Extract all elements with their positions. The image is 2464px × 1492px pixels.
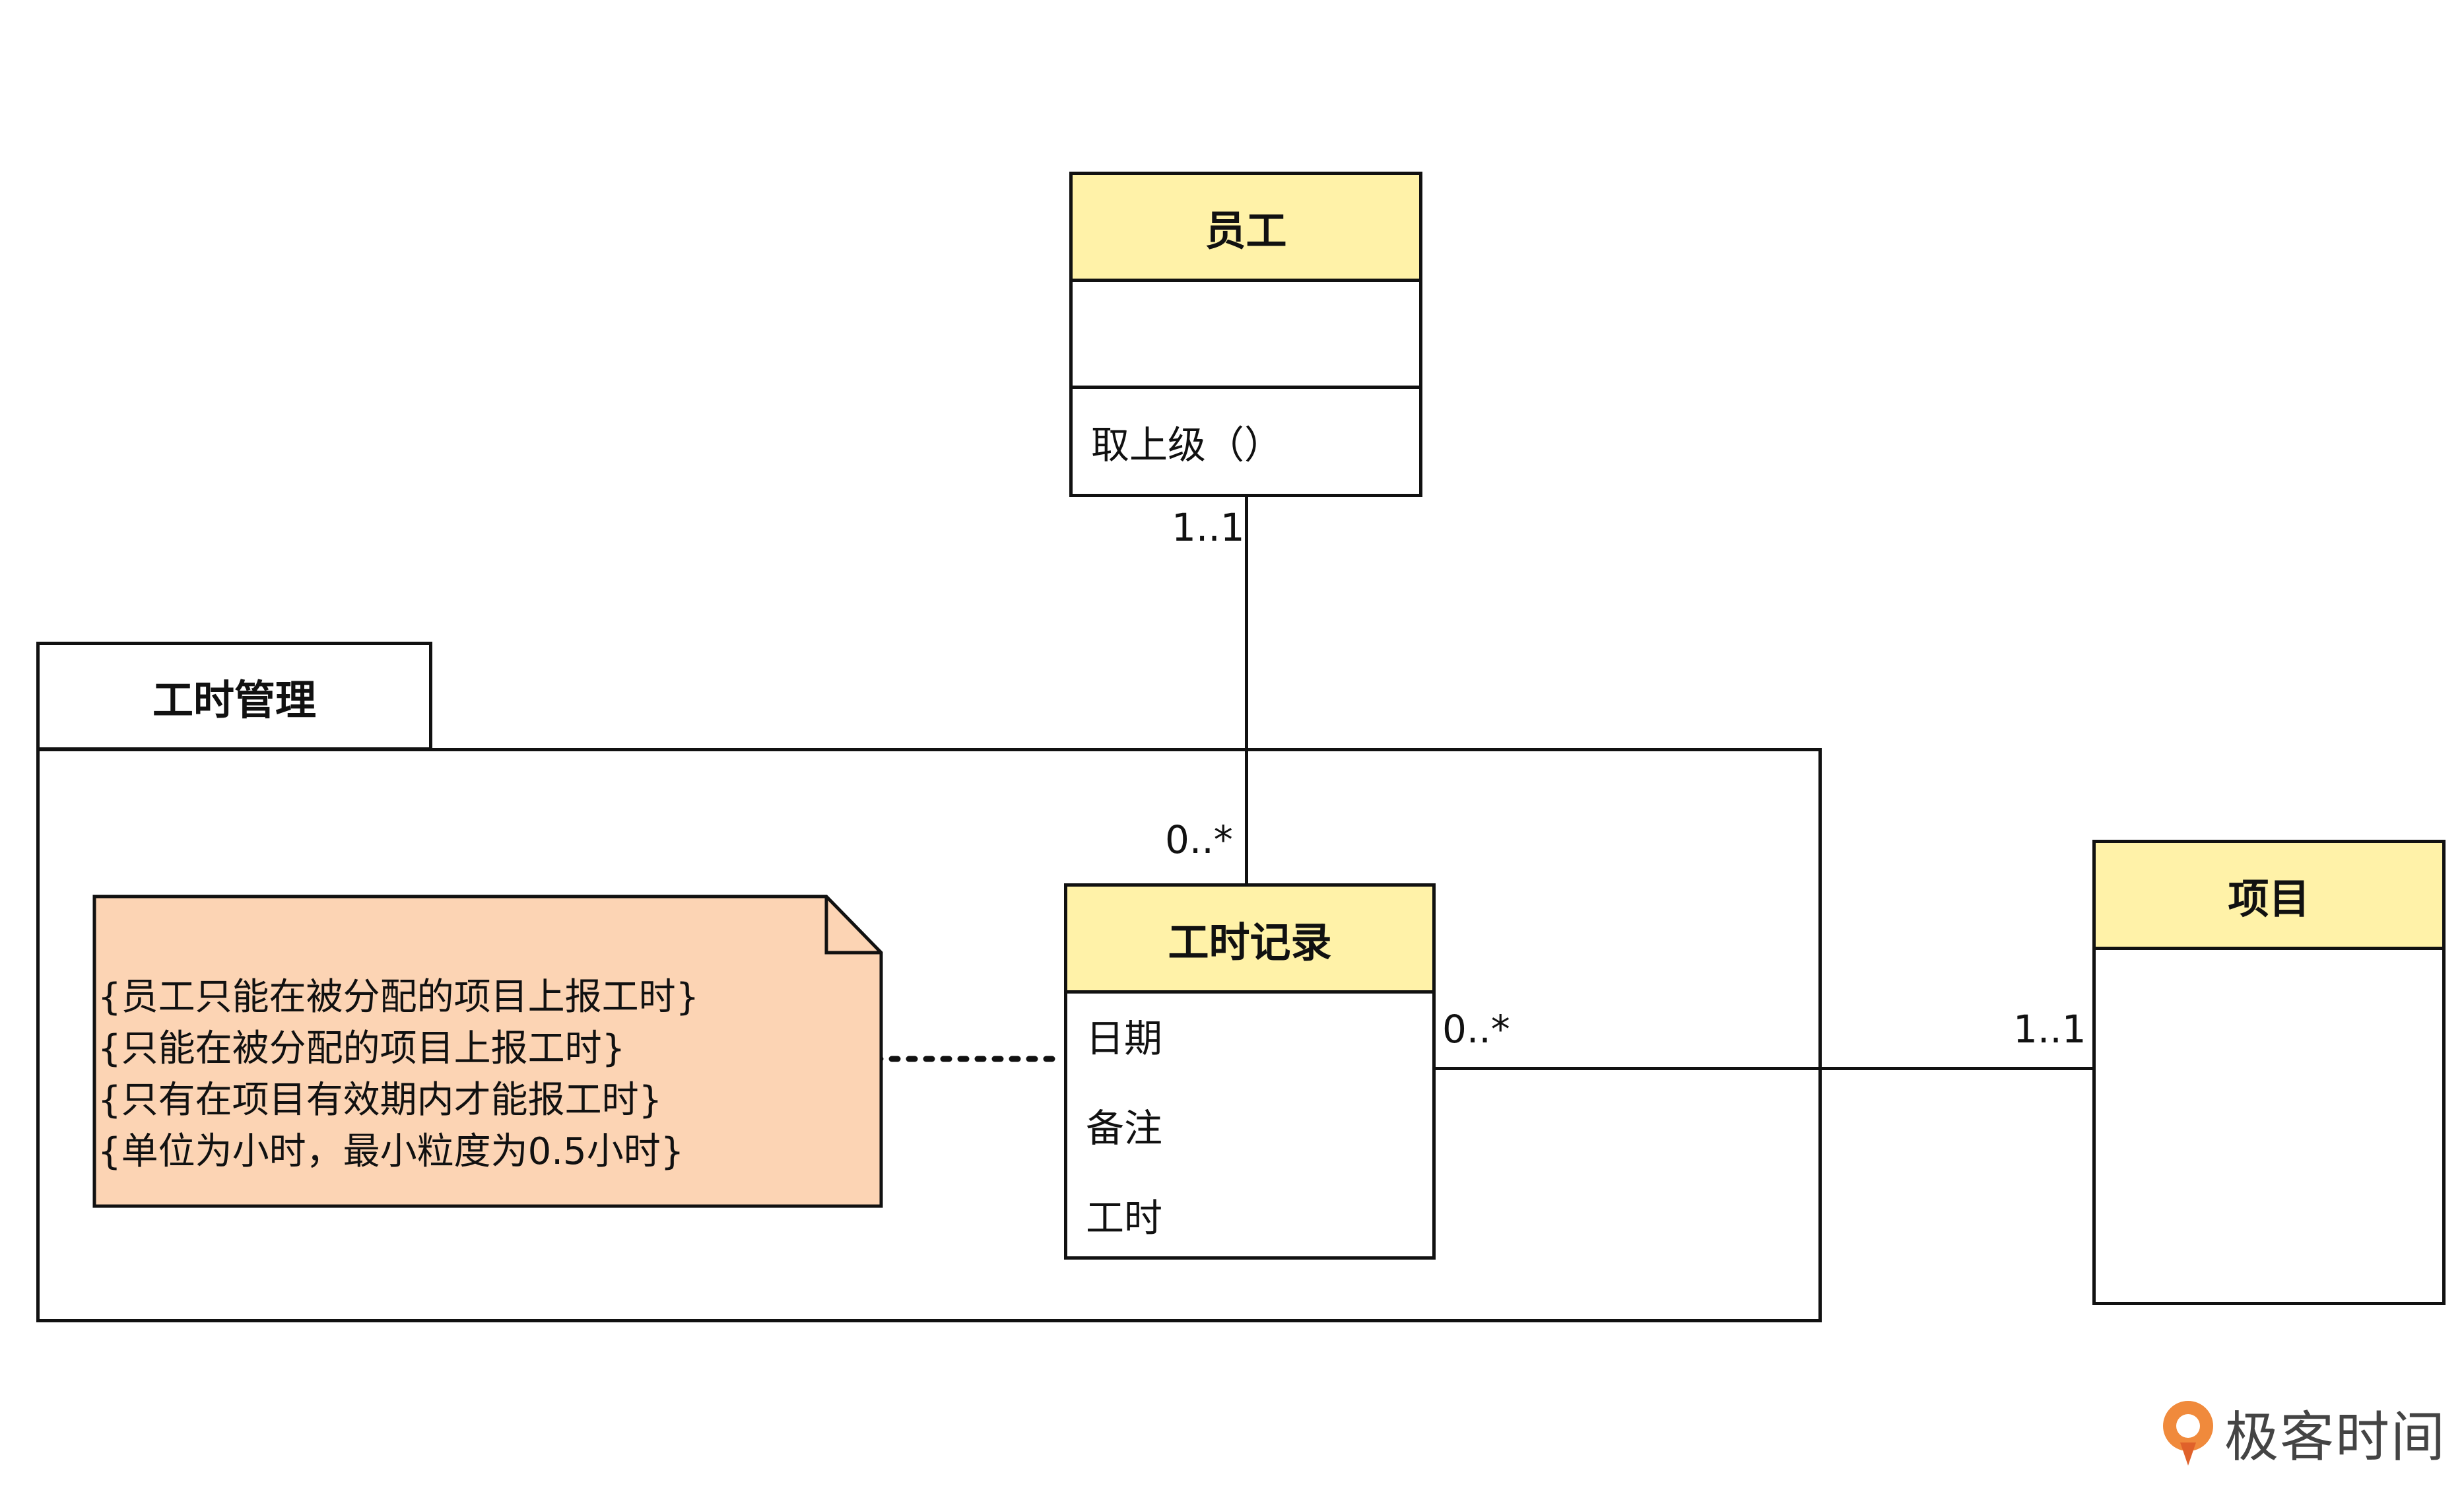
note-connector — [871, 1056, 1066, 1062]
timesheet-record-class-header: 工时记录 — [1067, 887, 1432, 994]
timesheet-record-class: 工时记录 日期 备注 工时 — [1064, 883, 1436, 1260]
association-employee-timesheet — [1245, 497, 1248, 883]
note-line: {只有在项目有效期内才能报工时} — [98, 1079, 663, 1122]
multiplicity-employee-end: 1..1 — [1172, 505, 1245, 550]
employee-attributes — [1073, 282, 1419, 386]
multiplicity-timesheet-employee-end: 0..* — [1165, 817, 1233, 862]
association-timesheet-project — [1432, 1067, 2092, 1070]
project-class-header: 项目 — [2096, 843, 2442, 950]
note-line: {单位为小时，最小粒度为0.5小时} — [98, 1130, 684, 1173]
package-name: 工时管理 — [152, 675, 316, 724]
package-tab: 工时管理 — [36, 642, 432, 751]
employee-class-header: 员工 — [1073, 175, 1419, 282]
constraint-note-shape — [92, 895, 883, 1208]
project-class: 项目 — [2092, 840, 2446, 1305]
note-line: {员工只能在被分配的项目上报工时} — [98, 976, 700, 1019]
employee-operation: 取上级（） — [1073, 386, 1419, 497]
timesheet-record-class-name: 工时记录 — [1168, 918, 1332, 966]
multiplicity-timesheet-project-end: 0..* — [1442, 1007, 1510, 1052]
employee-class-name: 员工 — [1205, 206, 1287, 255]
brand-logo-icon — [2163, 1400, 2213, 1466]
project-class-name: 项目 — [2228, 874, 2310, 923]
employee-class: 员工 取上级（） — [1069, 172, 1422, 497]
note-line: {只能在被分配的项目上报工时} — [98, 1027, 626, 1070]
timesheet-record-attributes: 日期 备注 工时 — [1067, 994, 1432, 1263]
attribute-remark: 备注 — [1086, 1106, 1163, 1151]
attribute-hours: 工时 — [1086, 1196, 1163, 1240]
constraint-note-text: {员工只能在被分配的项目上报工时} {只能在被分配的项目上报工时} {只有在项目… — [98, 972, 699, 1178]
brand-watermark: 极客时间 — [2158, 1393, 2446, 1472]
multiplicity-project-end: 1..1 — [2013, 1007, 2086, 1052]
attribute-date: 日期 — [1086, 1016, 1163, 1061]
brand-text: 极客时间 — [2224, 1406, 2447, 1469]
